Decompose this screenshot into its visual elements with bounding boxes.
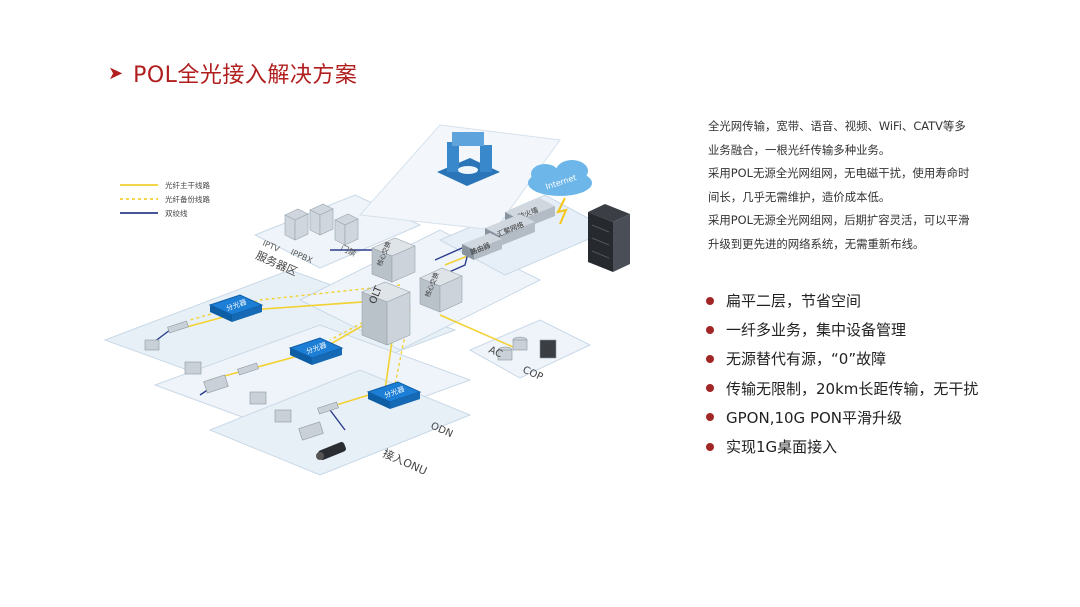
core-switch-b: 核心交换 <box>419 267 463 313</box>
description-line: 间长，几乎无需维护，造价成本低。 <box>708 189 891 204</box>
olt-device: OLT <box>361 281 411 346</box>
odn-label: ODN <box>429 421 455 440</box>
platform-ac <box>468 319 592 379</box>
feature-text: 实现1G桌面接入 <box>726 438 838 457</box>
bullet-dot-icon <box>706 413 714 422</box>
access-onu-label: 接入ONU <box>381 447 429 478</box>
server-area-devices <box>284 203 359 246</box>
ac-label: AC <box>487 345 504 361</box>
feature-list: 扁平二层，节省空间 一纤多业务，集中设备管理 无源替代有源，“0”故障 传输无限… <box>706 286 978 461</box>
feature-item: 无源替代有源，“0”故障 <box>706 344 978 373</box>
page-title-text: POL全光接入解决方案 <box>133 63 358 88</box>
onu-end-devices <box>144 320 339 441</box>
feature-text: 传输无限制，20km长距传输，无干扰 <box>726 379 979 398</box>
description-line: 采用POL无源全光网组网，无电磁干扰，使用寿命时 <box>708 166 970 180</box>
description-text: 全光网传输，宽带、语音、视频、WiFi、CATV等多 业务融合，一根光纤传输多种… <box>708 115 1008 256</box>
title-arrow-icon: ➤ <box>108 62 124 84</box>
legend-label-backup: 光纤备份线路 <box>165 194 210 204</box>
legend-label-trunk: 光纤主干线路 <box>165 180 210 190</box>
page-title: ➤ POL全光接入解决方案 <box>108 58 358 89</box>
splitter-device: 分光器 <box>288 337 344 365</box>
description-line: 升级到更先进的网络系统，无需重新布线。 <box>708 236 925 251</box>
core-switch-a: 核心交换 <box>371 237 416 283</box>
legend: 光纤主干线路 光纤备份线路 双绞线 <box>120 180 210 218</box>
bullet-dot-icon <box>706 296 714 305</box>
splitter-device: 分光器 <box>366 381 422 409</box>
server-rack-icon <box>588 204 630 272</box>
feature-item: 传输无限制，20km长距传输，无干扰 <box>706 374 978 403</box>
bullet-dot-icon <box>706 442 714 451</box>
description-line: 全光网传输，宽带、语音、视频、WiFi、CATV等多 <box>708 119 966 133</box>
building-icon <box>437 132 500 186</box>
bullet-dot-icon <box>706 354 714 363</box>
splitter-device: 分光器 <box>208 294 264 322</box>
feature-item: 一纤多业务，集中设备管理 <box>706 315 978 344</box>
feature-item: 实现1G桌面接入 <box>706 432 978 461</box>
bullet-dot-icon <box>706 384 714 393</box>
feature-text: 一纤多业务，集中设备管理 <box>726 321 907 340</box>
description-line: 采用POL无源全光网组网，后期扩容灵活，可以平滑 <box>708 213 970 227</box>
router-device: 路由器 <box>462 233 502 260</box>
ac-cop-devices <box>497 336 557 361</box>
feature-item: 扁平二层，节省空间 <box>706 286 978 315</box>
legend-label-twisted: 双绞线 <box>165 208 188 218</box>
feature-item: GPON,10G PON平滑升级 <box>706 403 978 432</box>
internet-cloud-icon: Internet <box>528 160 592 196</box>
feature-text: 扁平二层，节省空间 <box>726 292 862 311</box>
lightning-icon <box>556 197 568 225</box>
feature-text: GPON,10G PON平滑升级 <box>726 408 903 427</box>
feature-text: 无源替代有源，“0”故障 <box>726 350 887 369</box>
camera-icon <box>316 442 346 460</box>
bullet-dot-icon <box>706 325 714 334</box>
description-line: 业务融合，一根光纤传输多种业务。 <box>708 142 891 157</box>
